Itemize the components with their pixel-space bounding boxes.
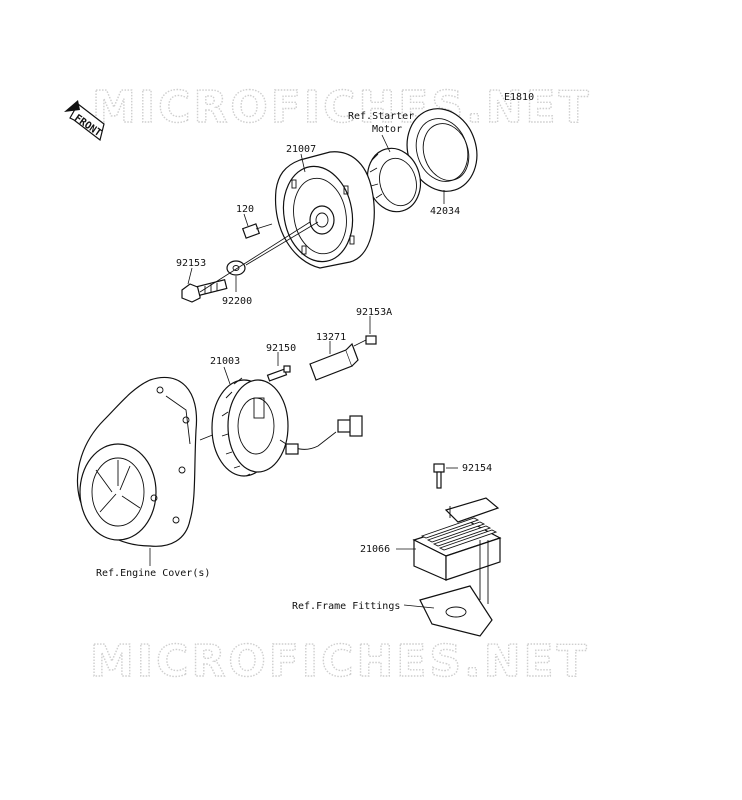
label-92150: 92150 [266, 343, 296, 354]
label-42034: 42034 [430, 206, 460, 217]
regulator-21066 [412, 497, 502, 581]
diagram-code: E1810 [504, 92, 534, 103]
seal-42034 [406, 108, 478, 192]
label-21066: 21066 [360, 544, 390, 555]
bolt-120 [241, 223, 273, 239]
label-21003: 21003 [210, 356, 240, 367]
stator-21003 [211, 377, 363, 477]
bolt-92153 [181, 279, 228, 303]
pickup-13271 [309, 342, 359, 381]
watermark-bottom: MICROFICHES.NET [90, 636, 590, 687]
label-ref-starter-2: Motor [372, 124, 402, 135]
label-ref-engine-cover: Ref.Engine Cover(s) [96, 568, 210, 579]
bolt-92153A [353, 335, 377, 347]
label-92200: 92200 [222, 296, 252, 307]
label-92154: 92154 [462, 463, 492, 474]
label-92153A: 92153A [356, 307, 392, 318]
watermark-top: MICROFICHES.NET [92, 82, 592, 133]
label-21007: 21007 [286, 144, 316, 155]
bolt-92154 [433, 463, 445, 489]
label-ref-frame-fittings: Ref.Frame Fittings [292, 601, 400, 612]
label-92153: 92153 [176, 258, 206, 269]
label-ref-starter-1: Ref.Starter [348, 111, 414, 122]
rotor-21007 [274, 151, 375, 269]
bolt-92150 [266, 365, 291, 382]
label-13271: 13271 [316, 332, 346, 343]
label-120: 120 [236, 204, 254, 215]
engine-cover [76, 376, 198, 547]
frame-bracket [419, 540, 493, 637]
